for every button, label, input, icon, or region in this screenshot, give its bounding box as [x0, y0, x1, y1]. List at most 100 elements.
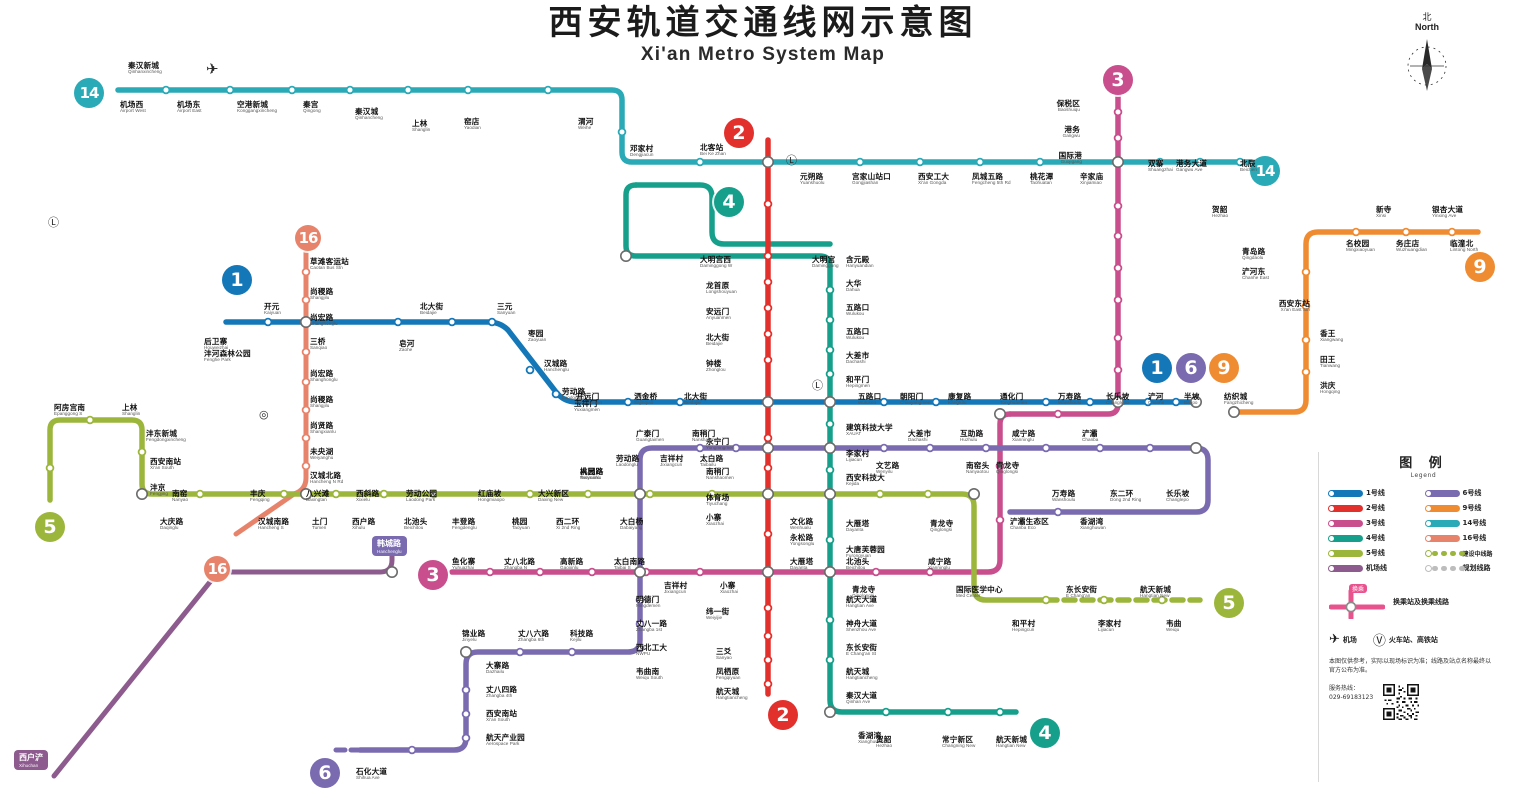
line-badge-1-west[interactable]: 1: [222, 265, 252, 295]
station-label-cn: 名校园: [1346, 239, 1370, 248]
legend-line-5[interactable]: 5号线: [1328, 548, 1422, 558]
legend-line-4[interactable]: 4号线: [1328, 533, 1422, 543]
line-badge-2-south[interactable]: 2: [768, 700, 798, 730]
station-label-en: Gongjiashan: [852, 180, 879, 186]
station-label-en: Qinglongsi: [930, 527, 953, 533]
station-label-en: Lintong North: [1450, 247, 1479, 253]
line-badge-6-east[interactable]: 6: [1176, 353, 1206, 383]
line-badge-6-southwest[interactable]: 6: [310, 758, 340, 788]
line-badge-3-southwest[interactable]: 3: [418, 560, 448, 590]
station-label-en: Zhangba 1st: [636, 627, 663, 633]
station-label-en: Daminggong W: [700, 263, 733, 269]
legend-line-9[interactable]: 9号线: [1424, 503, 1519, 513]
station-label-en: Yinxing Ave: [1432, 213, 1457, 219]
legend-line-label: 建设中线路: [1462, 550, 1493, 558]
legend-line-14[interactable]: 14号线: [1424, 518, 1519, 528]
station-label-en: Guojigang: [1060, 159, 1082, 165]
station-label-en: Hancheng N Rd: [310, 479, 344, 485]
station-label-en: Qingdaolu: [1242, 255, 1264, 261]
station-label-cn: 西斜路: [356, 489, 380, 498]
station-label-en: Fengqing: [250, 497, 270, 503]
line-badge-9-mid[interactable]: 9: [1209, 353, 1239, 383]
station-label-en: Chanba: [1082, 437, 1099, 443]
line-badge-4-south[interactable]: 4: [1030, 718, 1060, 748]
station-label-en: Jixiangcun: [660, 462, 683, 468]
line-badge-16-south[interactable]: 16: [204, 556, 230, 582]
line-badge-1-east[interactable]: 1: [1142, 353, 1172, 383]
line-badge-9-east[interactable]: 9: [1465, 252, 1495, 282]
airport-icon: ✈: [1329, 632, 1340, 647]
terminus-plate-hanchi: 韩城路 Hanchenglu: [372, 536, 407, 556]
line-badge-3-north[interactable]: 3: [1103, 65, 1133, 95]
station-label-cn: 秦汉新城: [128, 61, 160, 70]
station-label-cn: 尚稷路: [310, 395, 334, 404]
station-label-en: Hepingmen: [846, 383, 870, 389]
station-label-en: Beidajie: [420, 310, 437, 316]
station-label-cn: 小寨: [720, 581, 736, 590]
station-label-en: Tianwang: [1320, 363, 1341, 369]
station-label-en: Wanshoulu: [1058, 400, 1082, 406]
station-label-cn: 西安工大: [918, 172, 950, 181]
station-label-cn: 文艺路: [876, 461, 900, 470]
station-label-en: Nanyaotou: [966, 469, 989, 475]
station-label-en: Dayanta: [790, 565, 808, 571]
legend-line-16[interactable]: 16号线: [1424, 533, 1519, 543]
legend-line-2[interactable]: 2号线: [1328, 503, 1422, 513]
station-label-cn: 桃园路: [580, 467, 604, 476]
line-badge-14-northwest[interactable]: 14: [74, 78, 104, 108]
station-label-cn: 万寿路: [1052, 489, 1076, 498]
station-label-en: Dong 2nd Ring: [1110, 497, 1142, 503]
line-badge-5-west[interactable]: 5: [35, 512, 65, 542]
legend-color-swatch: [1328, 534, 1363, 542]
station-label-cn: 明德门: [636, 595, 660, 604]
line-badge-2-north[interactable]: 2: [724, 118, 754, 148]
legend-line-airport[interactable]: 机场线: [1328, 563, 1422, 573]
station-label-cn: 西安南站: [150, 457, 182, 466]
station-label-cn: 常宁新区: [942, 735, 974, 744]
line-badge-16-north[interactable]: 16: [295, 225, 321, 251]
legend-under-construction[interactable]: 建设中线路: [1424, 548, 1519, 558]
line-badge-14-east[interactable]: 14: [1250, 156, 1280, 186]
station-label-cn: 李家村: [1098, 619, 1122, 628]
station-label-cn: 大庆路: [160, 517, 184, 526]
line-badge-4-north[interactable]: 4: [714, 187, 744, 217]
line-badge-5-east[interactable]: 5: [1214, 588, 1244, 618]
station-label-cn: 东长安街: [1066, 585, 1098, 594]
station-label-en: Weiqu South: [636, 675, 663, 681]
qr-code-icon[interactable]: [1383, 684, 1420, 721]
legend-planned[interactable]: 规划线路: [1424, 563, 1519, 573]
legend-line-3[interactable]: 3号线: [1328, 518, 1422, 528]
legend-color-swatch: [1424, 519, 1460, 527]
legend-line-6[interactable]: 6号线: [1424, 488, 1519, 498]
rail-station-icon: Ⓥ: [1372, 634, 1386, 649]
compass-needle-icon: [1407, 38, 1447, 91]
station-label-cn: 沣河森林公园: [204, 349, 251, 358]
station-label-cn: 大明宫: [812, 255, 836, 264]
legend-color-swatch: [1424, 549, 1465, 557]
legend-line-1[interactable]: 1号线: [1328, 488, 1422, 498]
station-label-cn: 劳动公园: [406, 489, 438, 498]
station-label-en: E Chang'an St: [846, 651, 877, 657]
station-label-cn: 北池头: [846, 557, 870, 566]
station-label-cn: 航天城: [716, 687, 740, 696]
station-label-en: Fangzhicheng: [1224, 400, 1254, 406]
